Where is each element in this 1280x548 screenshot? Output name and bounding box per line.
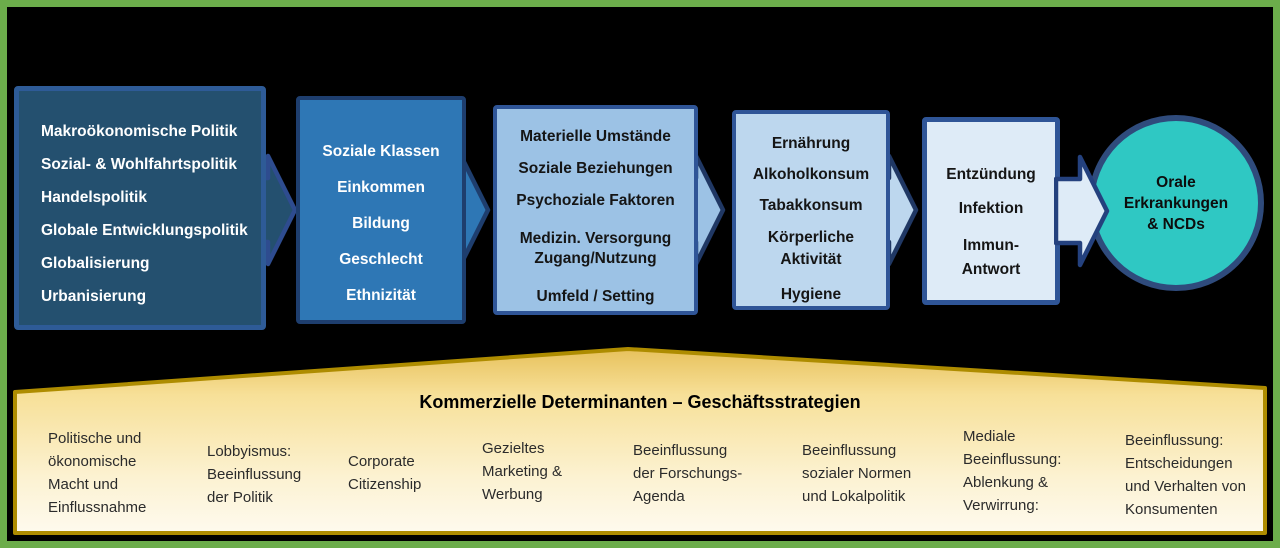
banner-title: Kommerzielle Determinanten – Geschäftsst… [419, 392, 861, 412]
banner-item-corporate-citizenship: Corporate Citizenship [348, 453, 422, 493]
stage-intermediaere-item: Medizin. Versorgung Zugang/Nutzung [519, 230, 672, 267]
stage-biologische-item: Infektion [958, 200, 1024, 217]
stage-politik-box: Makroökonomische Politik Sozial- & Wohlf… [14, 86, 266, 330]
flow-arrow-5-icon [1054, 154, 1110, 268]
stage-intermediaere-item: Materielle Umstände [520, 128, 671, 145]
stage-intermediaere-item: Soziale Beziehungen [518, 160, 673, 177]
stage-politik-item: Globalisierung [41, 255, 150, 272]
stage-verhalten-item: Alkoholkonsum [752, 166, 870, 183]
banner-shape [13, 347, 1267, 535]
outcome-label: Orale Erkrankungen & NCDs [1123, 173, 1229, 233]
outcome-circle: Orale Erkrankungen & NCDs [1088, 115, 1264, 291]
stage-soziale-position-item: Ethnizität [346, 287, 416, 304]
stage-soziale-position-item: Soziale Klassen [322, 143, 440, 160]
stage-verhalten-item: Tabakkonsum [759, 197, 863, 214]
banner-item-politische-macht: Politische und ökonomische Macht und Ein… [48, 430, 147, 516]
stage-biologische-item: Immun- Antwort [961, 237, 1021, 278]
stage-verhalten-box: Ernährung Alkoholkonsum Tabakkonsum Körp… [732, 110, 890, 310]
stage-biologische-item: Entzündung [946, 166, 1036, 183]
stage-intermediaere-determinanten-box: Materielle Umstände Soziale Beziehungen … [493, 105, 698, 315]
banner-item-forschungs-agenda: Beeinflussung der Forschungs- Agenda [633, 442, 743, 505]
stage-soziale-position-item: Geschlecht [339, 251, 423, 268]
commercial-determinants-banner: Kommerzielle Determinanten – Geschäftsst… [13, 346, 1267, 536]
stage-politik-item: Makroökonomische Politik [41, 123, 238, 140]
stage-politik-item: Urbanisierung [41, 288, 147, 305]
stage-politik-item: Handelspolitik [41, 189, 147, 206]
stage-soziale-position-item: Bildung [352, 215, 410, 232]
stage-verhalten-item: Körperliche Aktivität [767, 229, 855, 268]
stage-politik-item: Globale Entwicklungspolitik [41, 222, 248, 239]
stage-verhalten-item: Hygiene [780, 286, 842, 303]
stage-intermediaere-item: Psychoziale Faktoren [516, 192, 675, 209]
stage-soziale-position-item: Einkommen [337, 179, 425, 196]
banner-item-marketing: Gezieltes Marketing & Werbung [482, 440, 563, 503]
stage-politik-item: Sozial- & Wohlfahrtspolitik [41, 156, 238, 173]
stage-soziale-position-box: Soziale Klassen Einkommen Bildung Geschl… [296, 96, 466, 324]
banner-item-lobbyismus: Lobbyismus: Beeinflussung der Politik [207, 443, 302, 506]
stage-biologische-antwort-box: Entzündung Infektion Immun- Antwort [922, 117, 1060, 305]
stage-verhalten-item: Ernährung [771, 135, 851, 152]
banner-item-mediale-beeinflussung: Mediale Beeinflussung: Ablenkung & Verwi… [963, 428, 1062, 514]
banner-item-konsumenten: Beeinflussung: Entscheidungen und Verhal… [1125, 432, 1246, 518]
banner-item-soziale-normen: Beeinflussung sozialer Normen und Lokalp… [802, 442, 912, 505]
stage-intermediaere-item: Umfeld / Setting [536, 288, 655, 305]
